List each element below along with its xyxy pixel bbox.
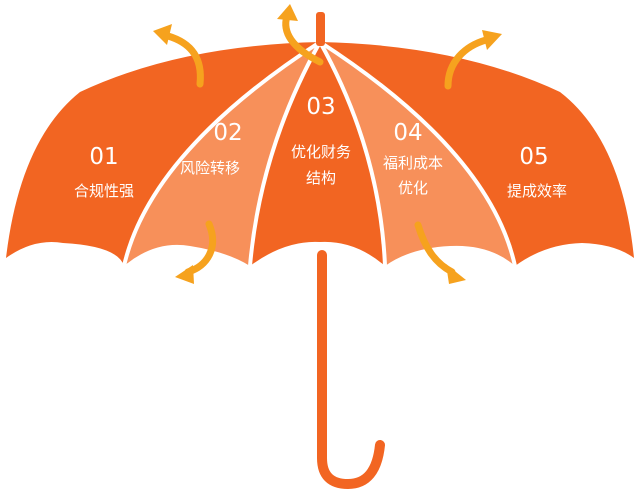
segment-label-03-line2: 结构	[306, 169, 336, 187]
segment-number-04: 04	[393, 120, 422, 146]
canopy-panel-02	[124, 42, 320, 266]
canopy-panel-04	[320, 42, 515, 266]
segment-number-01: 01	[89, 144, 118, 170]
segment-number-05: 05	[519, 144, 548, 170]
canopy-ribs	[122, 40, 517, 268]
segment-label-04-line1: 福利成本	[383, 154, 443, 172]
curved-arrow-icon	[153, 24, 204, 88]
umbrella-handle	[317, 250, 385, 490]
segment-label-05: 提成效率	[507, 182, 567, 200]
segment-label-04-line2: 优化	[398, 179, 428, 197]
curved-arrow-icon	[414, 221, 466, 284]
curved-arrow-icon	[175, 220, 217, 284]
canopy-panel-03	[250, 42, 385, 266]
umbrella-tip	[316, 12, 325, 46]
segment-number-02: 02	[213, 120, 242, 146]
segment-label-01: 合规性强	[74, 182, 134, 200]
curved-arrow-icon	[444, 30, 502, 90]
segment-label-02: 风险转移	[180, 159, 240, 177]
curved-arrow-icon	[277, 4, 324, 66]
segment-label-03-line1: 优化财务	[291, 143, 351, 161]
segment-number-03: 03	[306, 94, 335, 120]
